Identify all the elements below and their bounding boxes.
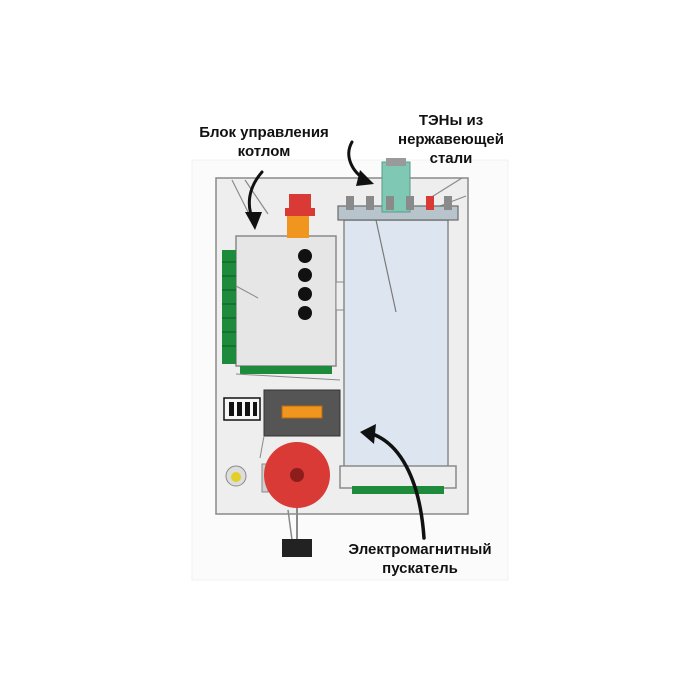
indicator-dot xyxy=(298,306,312,320)
contactor-indicator xyxy=(281,405,323,419)
indicator-dot xyxy=(298,287,312,301)
wire xyxy=(235,373,341,381)
contactor-label: Электромагнитный пускатель xyxy=(322,540,518,578)
control-unit-label-line2: котлом xyxy=(237,143,291,160)
curved-arrow-heating-elements xyxy=(347,140,374,186)
wire xyxy=(244,179,269,215)
heating-elements-label: ТЭНы из нержавеющей стали xyxy=(376,111,526,168)
heating-element-bolts xyxy=(346,196,452,210)
contactor-label-line1: Электромагнитный xyxy=(348,541,492,558)
wire xyxy=(259,435,265,459)
fuse xyxy=(237,402,242,416)
control-unit-box xyxy=(235,235,337,367)
safety-valve-body xyxy=(285,208,315,216)
heating-elements-label-line3: стали xyxy=(429,150,473,167)
safety-valve-cap xyxy=(289,194,311,212)
tank-base-strip xyxy=(352,486,444,494)
terminal-strip xyxy=(222,250,236,364)
safety-valve-base xyxy=(287,216,309,238)
control-unit-label: Блок управления котлом xyxy=(178,123,350,161)
fuse xyxy=(253,402,257,416)
contactor-label-line2: пускатель xyxy=(382,560,458,577)
pump-hub xyxy=(290,468,304,482)
terminal-bar xyxy=(240,366,332,374)
fuse xyxy=(229,402,234,416)
pump-outlet xyxy=(282,539,312,557)
indicator-dot xyxy=(298,249,312,263)
fuse xyxy=(245,402,250,416)
indicator-dot xyxy=(298,268,312,282)
wire xyxy=(429,177,463,199)
heating-elements-label-line1: ТЭНы из xyxy=(418,112,484,129)
tank-base xyxy=(339,465,457,489)
curved-arrow-control-unit xyxy=(245,170,264,230)
heating-element-line xyxy=(375,219,397,313)
wire xyxy=(235,285,259,299)
heating-elements-label-line2: нержавеющей xyxy=(398,131,504,148)
thermostat-cap xyxy=(386,158,406,166)
water-tank xyxy=(343,219,449,471)
drain-plug-core xyxy=(231,472,241,482)
pump-pipe xyxy=(287,509,293,541)
curved-arrow-contactor xyxy=(360,424,426,540)
control-unit-label-line1: Блок управления xyxy=(199,124,329,141)
